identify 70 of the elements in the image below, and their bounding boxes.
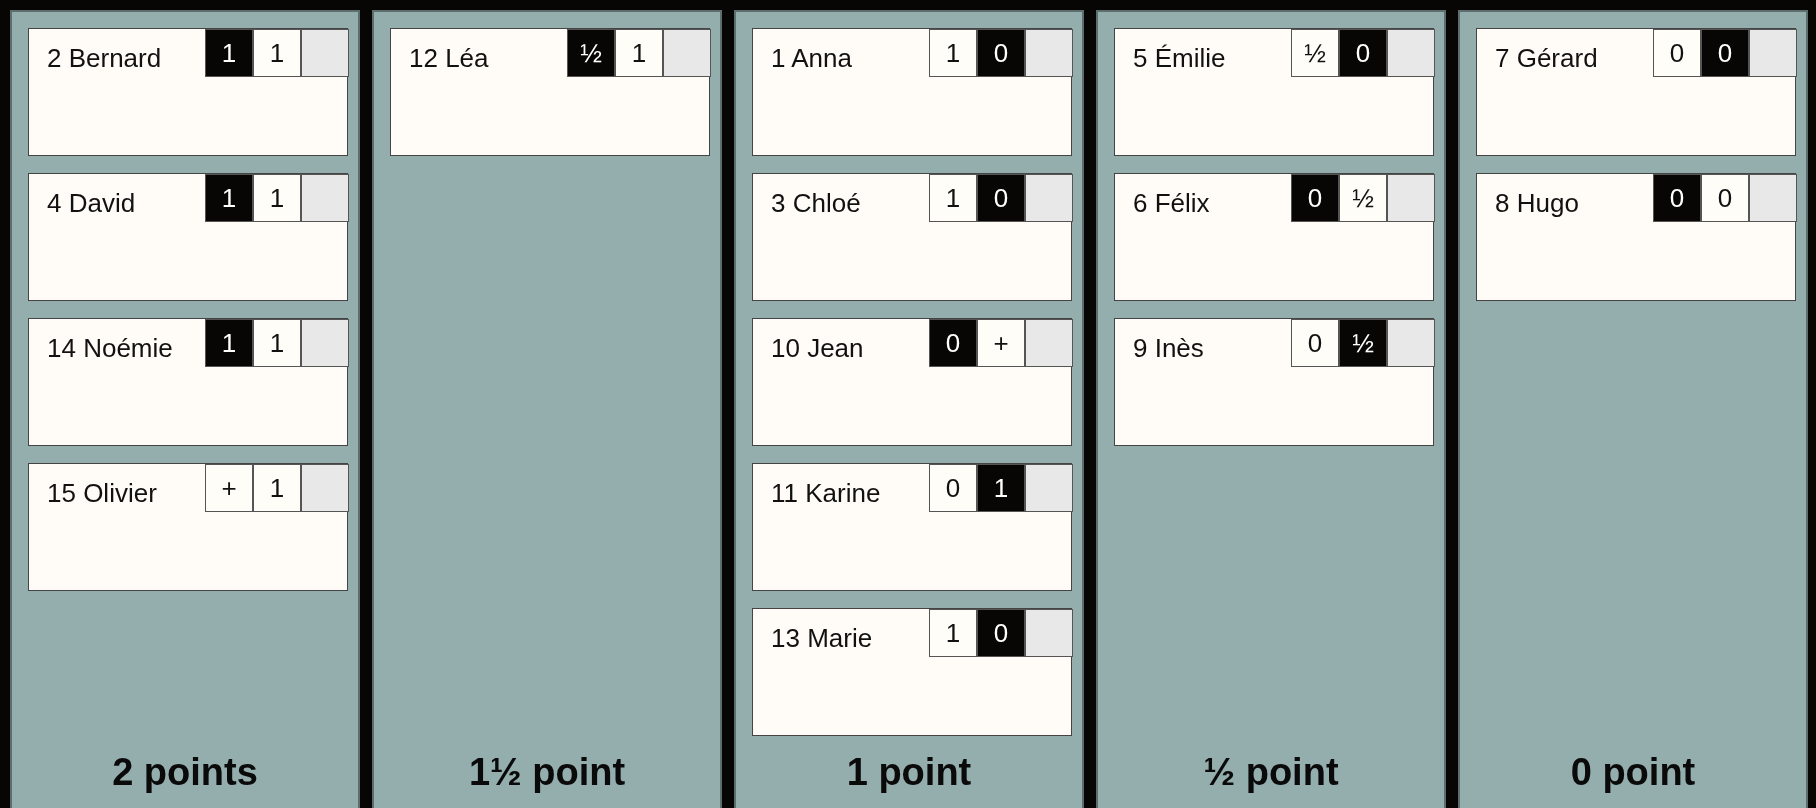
result-cell: 1: [253, 319, 301, 367]
column-heading: 1 point: [845, 751, 973, 794]
result-cell: 0: [929, 464, 977, 512]
column-heading: ½ point: [1202, 751, 1340, 794]
result-cell: 1: [253, 464, 301, 512]
player-name: 9 Inès: [1133, 333, 1204, 364]
player-card: [1114, 173, 1434, 301]
score-column: [10, 10, 360, 808]
result-cell: 0: [1291, 174, 1339, 222]
result-cell: 0: [1339, 29, 1387, 77]
player-card: [1476, 173, 1796, 301]
result-cell: ½: [567, 29, 615, 77]
result-cell: 1: [253, 29, 301, 77]
player-name: 2 Bernard: [47, 43, 162, 74]
column-heading: 0 point: [1569, 751, 1697, 794]
result-cell: 1: [205, 29, 253, 77]
player-card: [752, 608, 1072, 736]
result-cell: 0: [977, 609, 1025, 657]
player-card: [1476, 28, 1796, 156]
result-cell: 1: [929, 174, 977, 222]
result-cell: 0: [977, 29, 1025, 77]
player-card: [752, 463, 1072, 591]
result-cell: +: [205, 464, 253, 512]
player-card: [752, 318, 1072, 446]
result-cell: 1: [977, 464, 1025, 512]
result-cell: +: [977, 319, 1025, 367]
score-column: [1096, 10, 1446, 808]
player-name: 10 Jean: [771, 333, 864, 364]
result-cell: 0: [1653, 174, 1701, 222]
result-cell: 0: [929, 319, 977, 367]
player-card: [390, 28, 710, 156]
player-name: 8 Hugo: [1495, 188, 1579, 219]
result-cell: 0: [1653, 29, 1701, 77]
player-card: [28, 318, 348, 446]
player-name: 6 Félix: [1133, 188, 1210, 219]
player-name: 7 Gérard: [1495, 43, 1598, 74]
result-cell: 1: [929, 609, 977, 657]
player-name: 15 Olivier: [47, 478, 157, 509]
player-card: [1114, 318, 1434, 446]
score-column: [734, 10, 1084, 808]
player-name: 13 Marie: [771, 623, 873, 654]
player-name: 4 David: [47, 188, 136, 219]
result-cell: 0: [1701, 29, 1749, 77]
player-card: [1114, 28, 1434, 156]
result-cell: 0: [1701, 174, 1749, 222]
result-cell: 1: [205, 319, 253, 367]
player-card: [28, 173, 348, 301]
player-name: 11 Karine: [771, 478, 881, 509]
result-cell: ½: [1339, 174, 1387, 222]
result-cell: ½: [1291, 29, 1339, 77]
result-cell: 1: [253, 174, 301, 222]
column-heading: 1½ point: [467, 751, 627, 794]
player-name: 1 Anna: [771, 43, 852, 74]
player-name: 3 Chloé: [771, 188, 861, 219]
player-card: [752, 28, 1072, 156]
score-column: [1458, 10, 1808, 808]
player-name: 5 Émilie: [1133, 43, 1226, 74]
result-cell: 1: [615, 29, 663, 77]
result-cell: 0: [977, 174, 1025, 222]
result-cell: ½: [1339, 319, 1387, 367]
player-card: [28, 28, 348, 156]
player-card: [752, 173, 1072, 301]
score-column: [372, 10, 722, 808]
player-name: 12 Léa: [409, 43, 489, 74]
result-cell: 1: [205, 174, 253, 222]
result-cell: 1: [929, 29, 977, 77]
column-heading: 2 points: [111, 751, 259, 794]
result-cell: 0: [1291, 319, 1339, 367]
player-name: 14 Noémie: [47, 333, 173, 364]
player-card: [28, 463, 348, 591]
